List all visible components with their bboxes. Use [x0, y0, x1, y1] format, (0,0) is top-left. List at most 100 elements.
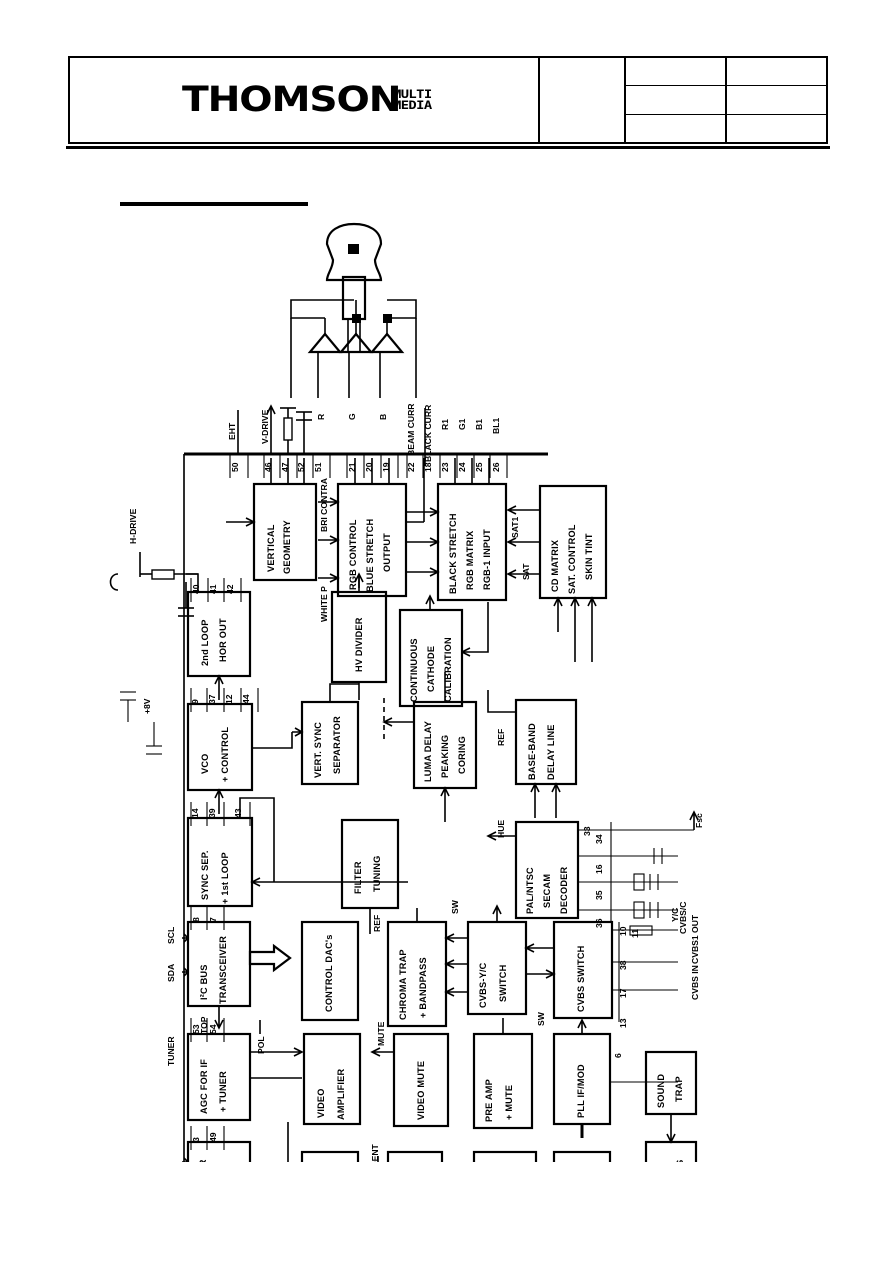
block-label: SWITCH — [498, 964, 508, 1002]
title-underline — [120, 202, 308, 206]
pin-label: 37 — [207, 694, 217, 704]
block-label: GEOMETRY — [282, 520, 292, 574]
header-blank-cell — [540, 58, 626, 142]
header-grid-cell — [727, 58, 826, 85]
block-label: SECAM — [542, 874, 552, 908]
block-label: AMPLIFIER — [336, 1069, 346, 1120]
block-label: OUTPUT — [382, 533, 392, 572]
block-label: TRANSCEIVER — [218, 936, 228, 1004]
signal-label-sda: SDA — [166, 964, 176, 982]
block-label: BLUE STRETCH — [365, 518, 375, 592]
pin-label: 17 — [618, 988, 628, 998]
block-label: BLACK STRETCH — [448, 513, 458, 594]
header-grid-row — [626, 58, 826, 87]
block-label: TUNING — [372, 856, 382, 892]
pin-label: 8 — [191, 917, 201, 922]
header-grid-cell — [626, 86, 727, 114]
pin-label: 43 — [233, 808, 243, 818]
block-diagram: R G B BEAM CURR BLACK CURR R1 G1 B1 BL1 … — [78, 222, 818, 1162]
block-continuous-cathode: CONTINUOUS CATHODE CALIBRATION — [398, 594, 489, 708]
block-pre-amp-mute: PRE AMP + MUTE — [472, 1018, 534, 1130]
signal-label-sat1: SAT1 — [510, 516, 520, 538]
pin-label: 53 — [191, 1024, 201, 1034]
pin-label: 38 — [618, 960, 628, 970]
pin-label: 13 — [618, 1018, 628, 1028]
block-label: I²C BUS — [199, 964, 209, 1000]
pin-label: 44 — [241, 694, 251, 704]
block-base-band-delay-line: BASE-BAND DELAY LINE REF — [487, 690, 578, 818]
signal-label-hue: HUE — [496, 820, 506, 838]
pin-label: 24 — [457, 462, 467, 472]
signal-label-r: R — [316, 413, 326, 420]
block-avl-switch-volume: AVL + SWITCH + VOLUME SW VOL 2 45 56 — [472, 1150, 538, 1162]
block-black-stretch: BLACK STRETCH RGB MATRIX RGB-1 INPUT — [406, 458, 508, 602]
block-label: VIF AMPLIFIER — [198, 1159, 208, 1162]
block-label: SYNC SEP. — [200, 850, 210, 900]
block-label: HOR OUT — [218, 618, 228, 662]
signal-label-g1: G1 — [457, 418, 467, 430]
pin-label: 36 — [594, 918, 604, 928]
signal-label-yc: Y/C — [670, 908, 680, 922]
block-label: CONTROL DAC's — [324, 934, 334, 1012]
block-label: CHROMA TRAP — [398, 949, 408, 1020]
block-hv-divider: HV DIVIDER — [330, 572, 388, 700]
block-luma-delay: LUMA DELAY PEAKING CORING — [382, 672, 478, 822]
signal-label-cvbs-yc: CVBS/C — [678, 902, 688, 934]
block-label: + MUTE — [504, 1085, 514, 1120]
signal-label-ref: REF — [496, 729, 506, 746]
header-info-grid — [626, 58, 826, 142]
signal-label-b: B — [378, 414, 388, 420]
pin-label: 21 — [347, 462, 357, 472]
pin-label: 20 — [364, 462, 374, 472]
block-label: CALIBRATION — [443, 637, 453, 702]
pin-label: 26 — [491, 462, 501, 472]
signal-label-plus-8v: +8V — [142, 698, 152, 714]
pin-label: 41 — [208, 584, 218, 594]
block-label: VERTICAL — [266, 524, 276, 572]
block-label: SOUND — [656, 1074, 666, 1108]
signal-label-black-curr: BLACK CURR — [423, 404, 433, 462]
block-chroma-trap-bandpass: CHROMA TRAP + BANDPASS — [386, 908, 448, 1028]
block-label: 2nd LOOP — [200, 619, 210, 666]
block-vertical-geometry: VERTICAL GEOMETRY — [226, 458, 318, 582]
signal-label-g: G — [347, 413, 357, 420]
header-grid-row — [626, 86, 826, 115]
signal-label-b1: B1 — [474, 419, 484, 430]
pin-label: 35 — [594, 890, 604, 900]
block-label: CORING — [457, 736, 467, 774]
pin-label: 10 — [618, 926, 628, 936]
block-vert-sync-separator: VERT. SYNC SEPARATOR — [292, 683, 360, 786]
logo-subtitle-line1: MULTI — [393, 86, 432, 101]
electron-guns — [290, 299, 417, 398]
block-label: PEAKING — [440, 735, 450, 778]
pin-label: 50 — [230, 462, 240, 472]
signal-label-cvbs-in: CVBS IN — [690, 965, 700, 1000]
pin-label: 39 — [207, 808, 217, 818]
signal-label-sw: SW — [536, 1011, 546, 1026]
pin-label: 52 — [296, 462, 306, 472]
block-label: HV DIVIDER — [354, 617, 364, 672]
header-grid-cell — [626, 58, 727, 86]
logo-wordmark: THOMSON — [182, 79, 402, 120]
pin-label: 14 — [190, 808, 200, 818]
block-agc-for-if-tuner: AGC FOR IF + TUNER 53 54 TUNER POL — [166, 1018, 304, 1122]
brand-logo: THOMSON MULTI MEDIA — [70, 58, 540, 142]
pin-label: 7 — [208, 917, 218, 922]
h-drive-group: H-DRIVE — [109, 508, 198, 617]
pin-label: 51 — [313, 462, 323, 472]
pin-label: 42 — [225, 584, 235, 594]
signal-label-mute: MUTE — [376, 1021, 386, 1046]
signal-label-pol: POL — [256, 1036, 266, 1054]
block-label: SAT. CONTROL — [567, 524, 577, 594]
block-label: AGC FOR IF — [199, 1059, 209, 1114]
block-label: CATHODE — [426, 646, 436, 692]
block-label: VERT. SYNC — [313, 722, 323, 778]
signal-label-ident: IDENT — [370, 1143, 380, 1162]
block-label: LUMA DELAY — [423, 721, 433, 782]
block-label: DECODER — [559, 866, 569, 914]
signal-label-sw: SW — [450, 899, 460, 914]
header-bottom-rule — [66, 146, 830, 149]
block-limiter: LIMITER 1 — [552, 1150, 612, 1162]
eht-vdrive-group: EHT V-DRIVE — [227, 404, 312, 454]
signal-label-fsc: Fsc — [694, 813, 704, 828]
